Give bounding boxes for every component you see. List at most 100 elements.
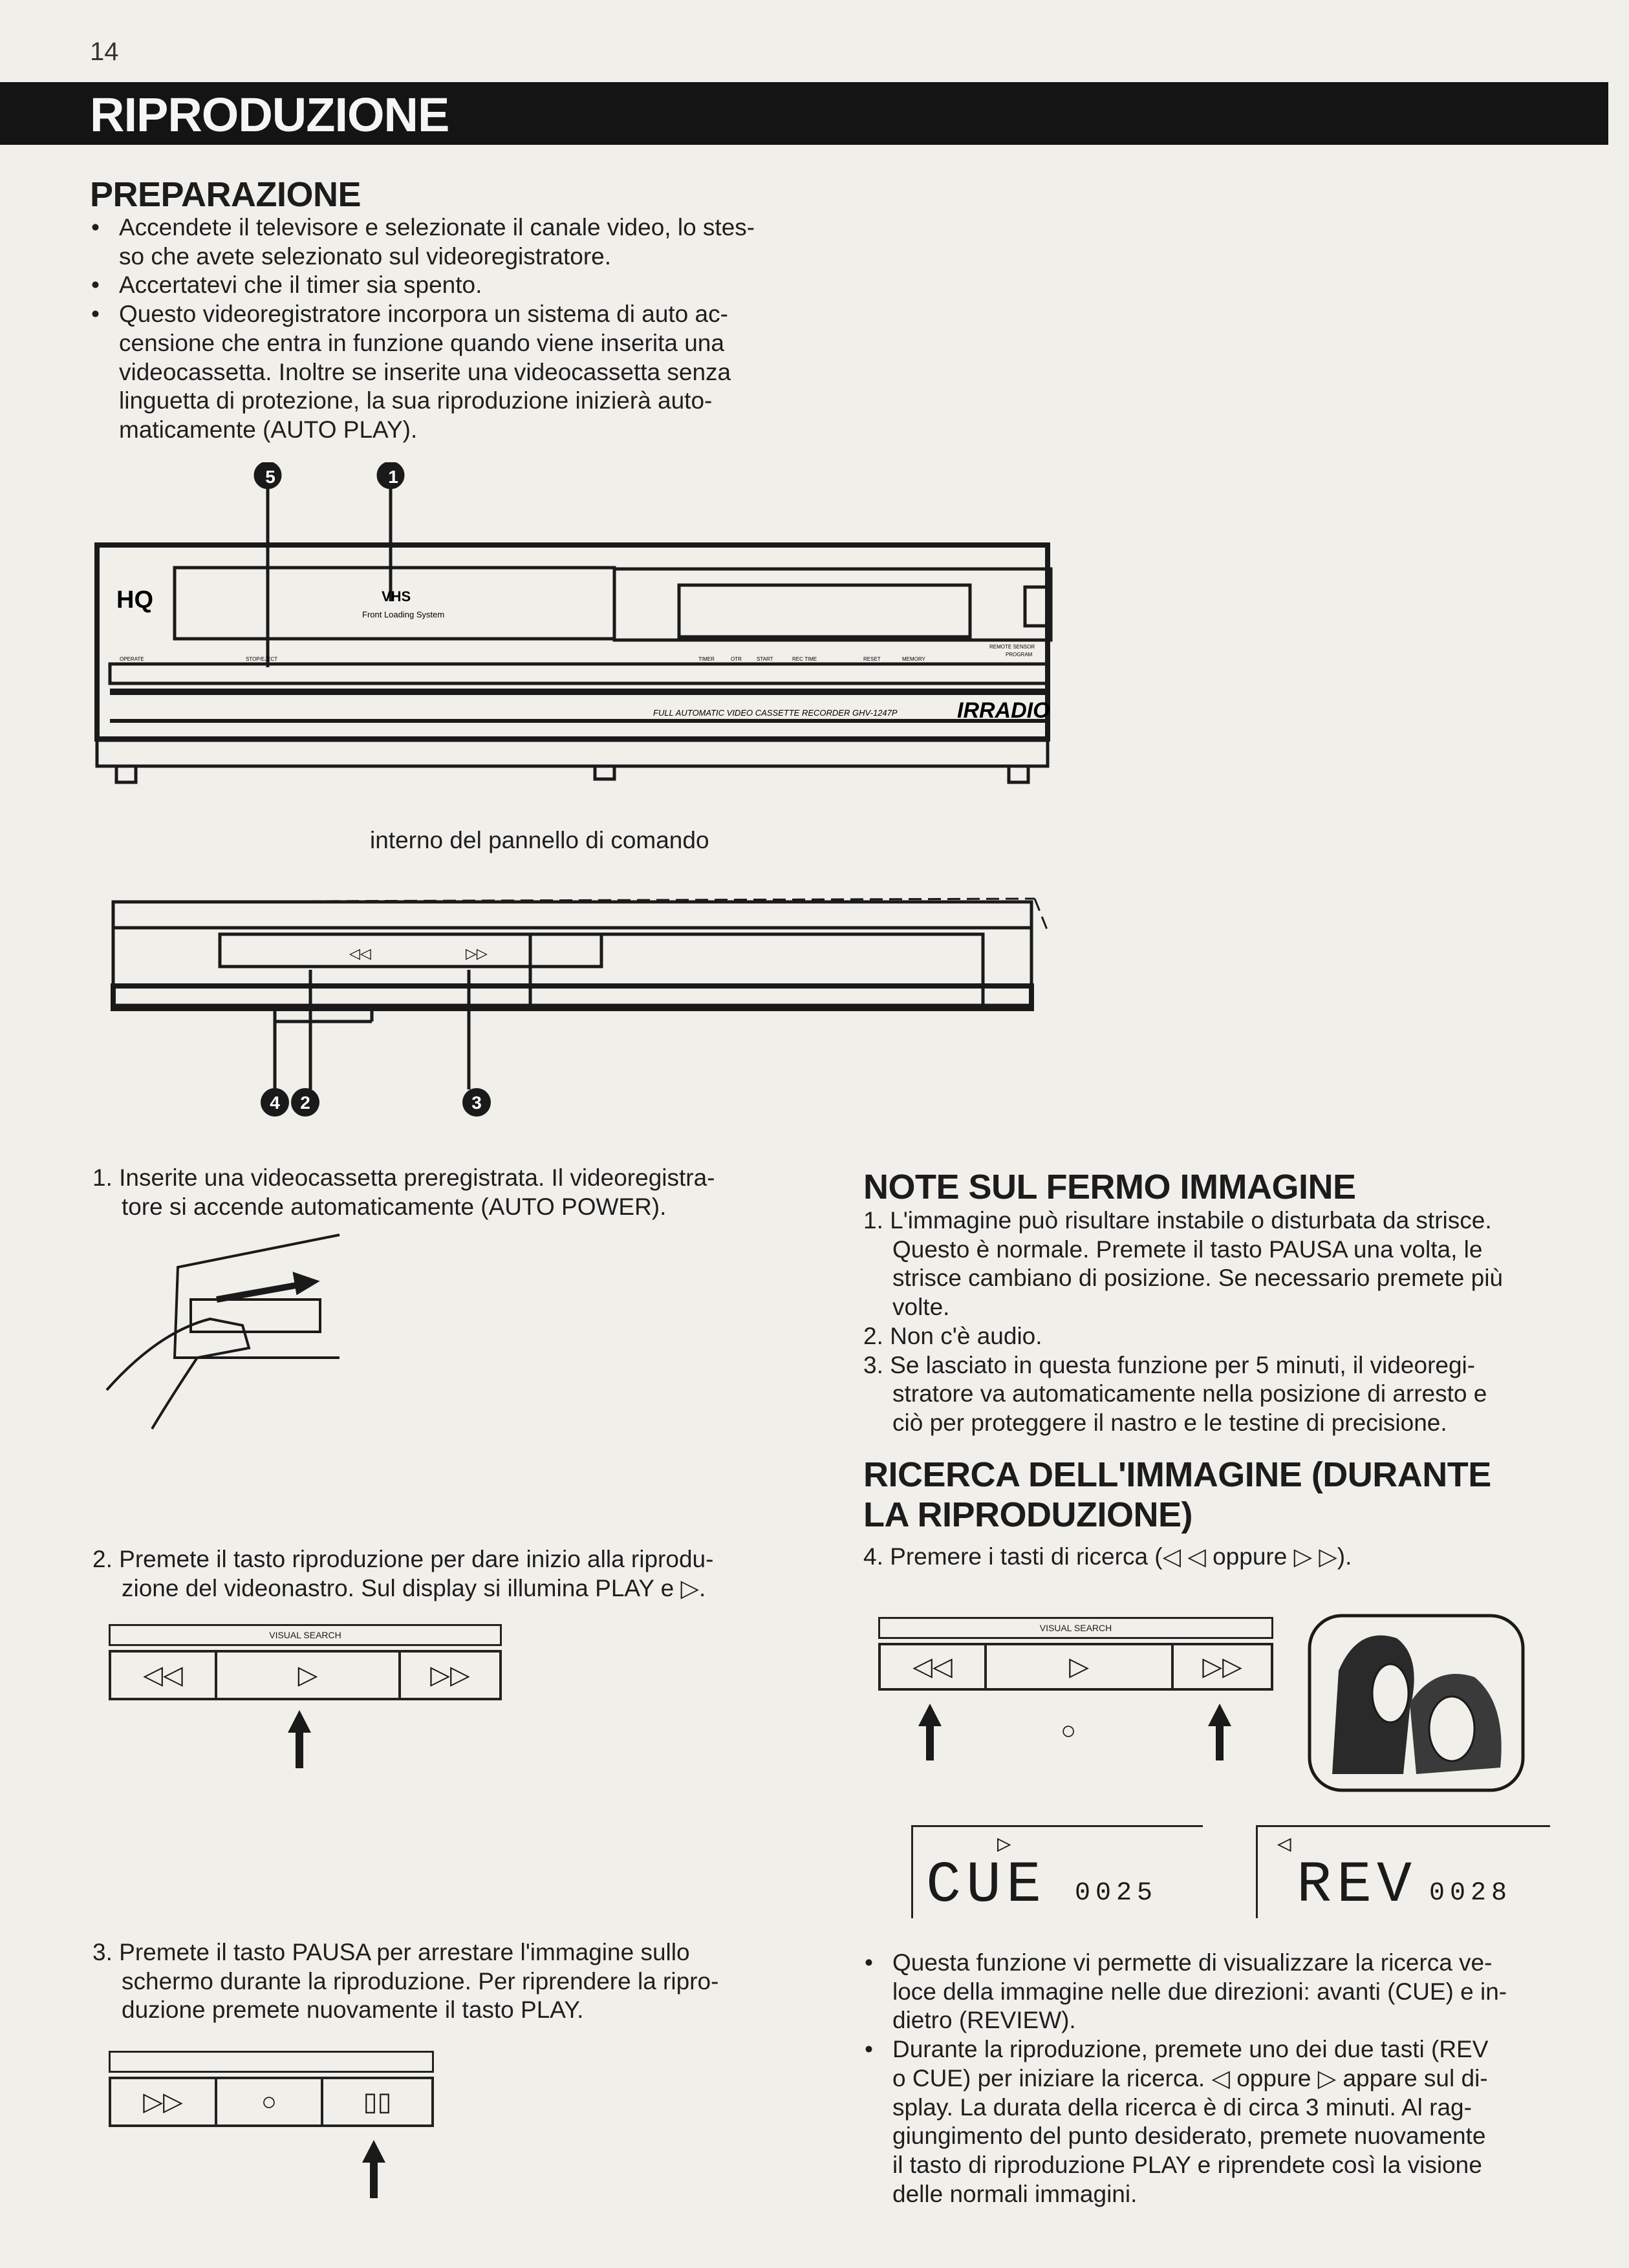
memory-label: MEMORY [902,656,926,662]
visual-search-label: VISUAL SEARCH [109,1624,502,1646]
text-line: volte. [892,1294,950,1321]
text-line: giungimento del punto desiderato, premet… [892,2123,1486,2150]
text-line: 1. Inserite una videocassetta preregistr… [92,1164,715,1191]
step-2: 2. Premete il tasto riproduzione per dar… [92,1545,713,1603]
section-header-bar: RIPRODUZIONE [0,82,1608,145]
lcd-counter: 0025 [1075,1879,1158,1908]
text-line: duzione premete nuovamente il tasto PLAY… [122,1996,584,2024]
text-line: Durante la riproduzione, premete uno dei… [892,2036,1489,2063]
front-loading-label: Front Loading System [362,610,444,619]
text-line: splay. La durata della ricerca è di circ… [892,2093,1472,2121]
stop-symbol: ○ [1061,1717,1077,1745]
visual-search-label: VISUAL SEARCH [878,1617,1273,1639]
text-line: dietro (REVIEW). [892,2007,1076,2034]
text-line: o CUE) per iniziare la ricerca. ◁ oppure… [892,2064,1488,2091]
text-line: Accendete il televisore e selezionate il… [119,214,755,241]
text-line: 1. L'immagine può risultare instabile o … [863,1207,1492,1234]
start-label: START [757,656,773,662]
reverse-blink-icon: ◁ [1277,1832,1291,1858]
note-item: 1. L'immagine può risultare instabile o … [863,1206,1503,1322]
program-label: PROGRAM [1006,652,1033,658]
callout-1: 1 [388,467,398,487]
otr-label: OTR [731,656,742,662]
note-heading: NOTE SUL FERMO IMMAGINE [863,1168,1356,1206]
callout-3: 3 [471,1093,482,1113]
lcd-mode: REV [1297,1853,1418,1919]
step-1: 1. Inserite una videocassetta preregistr… [92,1164,715,1221]
ricerca-step-4: 4. Premere i tasti di ricerca (◁ ◁ oppur… [863,1543,1352,1570]
preparazione-list: Accendete il televisore e selezionate il… [90,213,795,445]
text-line: Questo videoregistratore incorpora un si… [119,301,728,328]
rewind-button[interactable]: ◁◁ [881,1645,987,1688]
fast-forward-button[interactable]: ▷▷ [430,1661,470,1689]
text-line: censione che entra in funzione quando vi… [119,329,724,356]
hand-inserting-cassette-illustration [105,1234,340,1430]
vcr-front-illustration: HQ VHS Front Loading System REMOTE SENSO… [94,462,1053,784]
section-title: RIPRODUZIONE [90,88,449,142]
pause-button-strip: ▷▷ ○ ▯▯ [109,2051,434,2127]
rewind-button[interactable]: ◁◁ [111,1653,217,1698]
play-button[interactable]: ▷ [987,1645,1174,1688]
step-3: 3. Premete il tasto PAUSA per arrestare … [92,1938,718,2025]
text-line: 3. Se lasciato in questa funzione per 5 … [863,1351,1476,1378]
remote-sensor-label: REMOTE SENSOR [989,644,1035,650]
reset-label: RESET [863,656,881,662]
text-line: loce della immagine nelle due direzioni:… [892,1978,1507,2005]
model-label: FULL AUTOMATIC VIDEO CASSETTE RECORDER G… [653,708,898,718]
bullet-item: Accertatevi che il timer sia spento. [90,271,795,300]
text-line: videocassetta. Inoltre se inserite una v… [119,358,731,385]
lcd-mode: CUE [926,1853,1047,1919]
panel-rew-icon: ◁◁ [349,945,371,961]
timer-label: TIMER [698,656,715,662]
text-line: maticamente (AUTO PLAY). [119,416,418,443]
arrow-up-icon [362,2140,385,2198]
operate-label: OPERATE [120,656,144,662]
note-list: 1. L'immagine può risultare instabile o … [863,1206,1503,1438]
ricerca-heading: RICERCA DELL'IMMAGINE (DURANTE LA RIPROD… [863,1455,1491,1535]
text-line: 3. Premete il tasto PAUSA per arrestare … [92,1939,690,1965]
play-button[interactable]: ▷ [217,1653,401,1698]
tv-picture-couple-illustration [1308,1614,1525,1792]
hq-logo: HQ [116,586,153,614]
lcd-display-cue: ▷ CUE 0025 [911,1825,1203,1919]
text-line: stratore va automaticamente nella posizi… [892,1380,1487,1407]
arrow-up-icon [918,1704,942,1760]
heading-line: LA RIPRODUZIONE) [863,1495,1192,1534]
vhs-logo: VHS [382,588,411,604]
note-item: 2. Non c'è audio. [863,1322,1503,1351]
text-line: so che avete selezionato sul videoregist… [119,242,611,270]
search-button-strip: VISUAL SEARCH ◁◁ ▷ ▷▷ [878,1617,1273,1691]
fast-forward-button[interactable]: ▷▷ [1202,1653,1242,1681]
text-line: zione del videonastro. Sul display si il… [122,1574,706,1601]
text-line: ciò per proteggere il nastro e le testin… [892,1409,1447,1436]
control-panel-illustration: ◁◁ ▷▷ 4 2 3 [111,897,1048,1117]
lcd-display-rev: ◁ REV 0028 [1256,1825,1550,1919]
bullet-item: Questo videoregistratore incorpora un si… [90,300,795,445]
bullet-item: Durante la riproduzione, premete uno dei… [863,2035,1507,2209]
irradio-logo: IRRADIO [957,698,1050,723]
text-line: tore si accende automaticamente (AUTO PO… [122,1193,667,1220]
note-item: 3. Se lasciato in questa funzione per 5 … [863,1351,1503,1438]
page-number: 14 [90,37,119,66]
rec-time-label: REC TIME [792,656,817,662]
text-line: delle normali immagini. [892,2180,1138,2207]
callout-4: 4 [270,1093,280,1113]
ricerca-bullets: Questa funzione vi permette di visualizz… [863,1949,1507,2209]
panel-caption: interno del pannello di comando [370,827,709,853]
panel-ff-icon: ▷▷ [466,945,488,961]
text-line: Questo è normale. Premete il tasto PAUSA… [892,1236,1483,1263]
text-line: Accertatevi che il timer sia spento. [119,272,482,299]
text-line: Questa funzione vi permette di visualizz… [892,1949,1493,1976]
bullet-item: Questa funzione vi permette di visualizz… [863,1949,1507,2035]
text-line: il tasto di riproduzione PLAY e riprende… [892,2151,1482,2178]
text-line: schermo durante la riproduzione. Per rip… [122,1967,719,1995]
stop-button[interactable]: ○ [217,2079,323,2124]
fast-forward-button[interactable]: ▷▷ [111,2079,217,2124]
text-line: strisce cambiano di posizione. Se necess… [892,1265,1503,1292]
bullet-item: Accendete il televisore e selezionate il… [90,213,795,271]
preparazione-heading: PREPARAZIONE [90,175,361,214]
text-line: 2. Premete il tasto riproduzione per dar… [92,1546,714,1572]
text-line: 2. Non c'è audio. [863,1322,1042,1349]
pause-button[interactable]: ▯▯ [363,2088,392,2116]
callout-5: 5 [265,467,275,487]
